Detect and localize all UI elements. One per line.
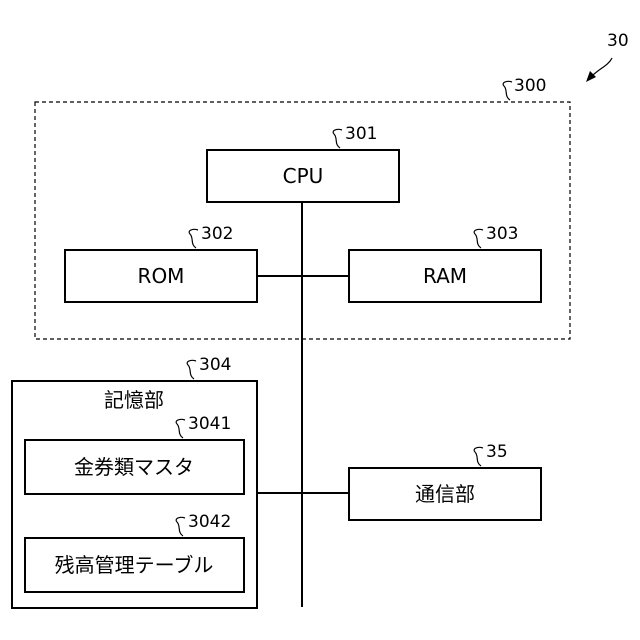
- ram-label: RAM: [423, 264, 467, 288]
- system-ref-arrowhead-icon: [586, 71, 596, 82]
- storage-ref-label: 304: [199, 355, 231, 375]
- controller-ref-label: 300: [514, 76, 546, 96]
- system-ref-label: 30: [607, 31, 629, 51]
- rom-label: ROM: [138, 264, 185, 288]
- voucher-master-label: 金券類マスタ: [74, 455, 194, 479]
- storage-label: 記憶部: [104, 388, 164, 412]
- balance-table-label: 残高管理テーブル: [55, 553, 214, 577]
- storage-leader: [187, 360, 196, 379]
- comm-label: 通信部: [415, 482, 475, 506]
- system-ref-arrow-icon: [592, 58, 612, 76]
- cpu-ref-label: 301: [345, 124, 377, 144]
- comm-ref-label: 35: [486, 442, 508, 462]
- controller-leader: [503, 81, 512, 100]
- ram-ref-label: 303: [486, 224, 518, 244]
- cpu-leader: [333, 129, 342, 148]
- voucher-master-ref-label: 3041: [188, 414, 231, 434]
- comm-leader: [474, 447, 483, 466]
- rom-ref-label: 302: [201, 224, 233, 244]
- ram-leader: [474, 229, 483, 248]
- balance-table-ref-label: 3042: [188, 512, 231, 532]
- rom-leader: [189, 229, 198, 248]
- cpu-label: CPU: [283, 164, 324, 188]
